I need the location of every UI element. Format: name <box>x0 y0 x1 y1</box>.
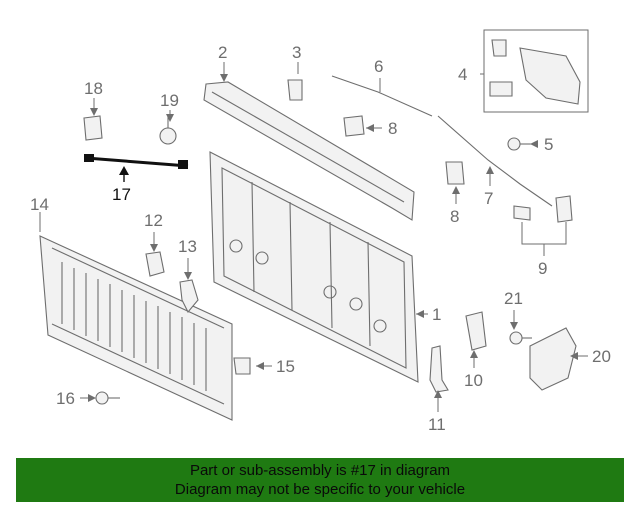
part-19-bolt <box>159 116 177 145</box>
part-11-bracket <box>429 345 449 393</box>
callout-numbers: 1 2 3 4 5 6 7 8 8 9 10 11 12 13 14 15 16… <box>30 43 611 434</box>
part-1-inner-frame <box>209 151 419 383</box>
part-12-bushing <box>145 251 165 277</box>
part-16-bolt <box>95 391 120 405</box>
arrow-heads <box>88 74 578 402</box>
part-18-clip <box>83 115 103 141</box>
part-17-cable <box>84 154 189 169</box>
part-10-hinge <box>465 311 487 351</box>
callout-10: 10 <box>464 371 483 390</box>
callout-8-upper: 8 <box>388 119 397 138</box>
part-13-striker <box>179 279 199 313</box>
part-21-bolt <box>509 331 532 345</box>
part-9-clips <box>513 195 573 223</box>
info-banner: Part or sub-assembly is #17 in diagram D… <box>16 458 624 502</box>
callout-5: 5 <box>544 135 553 154</box>
callout-7: 7 <box>484 189 493 208</box>
part-8-upper-clip <box>343 115 365 137</box>
part-7-rod <box>437 115 553 207</box>
callout-8-lower: 8 <box>450 207 459 226</box>
callout-9: 9 <box>538 259 547 278</box>
part-8-lower-clip <box>445 161 465 185</box>
part-5-bolt <box>507 137 530 151</box>
callout-18: 18 <box>84 79 103 98</box>
callout-14: 14 <box>30 195 49 214</box>
callout-19: 19 <box>160 91 179 110</box>
callout-13: 13 <box>178 237 197 256</box>
callout-2: 2 <box>218 43 227 62</box>
callout-3: 3 <box>292 43 301 62</box>
part-15-cap <box>233 357 251 375</box>
callout-17: 17 <box>112 185 131 204</box>
part-3-clip <box>287 79 303 101</box>
part-2-top-cap <box>203 81 415 221</box>
callout-20: 20 <box>592 347 611 366</box>
part-6-rod <box>331 75 433 117</box>
callout-15: 15 <box>276 357 295 376</box>
callout-21: 21 <box>504 289 523 308</box>
part-14-outer-panel <box>39 235 233 421</box>
callout-4: 4 <box>458 65 467 84</box>
callout-6: 6 <box>374 57 383 76</box>
part-4-inset <box>483 29 589 113</box>
callout-16: 16 <box>56 389 75 408</box>
banner-line-2: Diagram may not be specific to your vehi… <box>174 481 466 498</box>
banner-line-1: Part or sub-assembly is #17 in diagram <box>189 462 451 479</box>
part-20-hinge <box>529 327 577 391</box>
callout-11: 11 <box>428 415 446 434</box>
callout-1: 1 <box>432 305 441 324</box>
callout-12: 12 <box>144 211 163 230</box>
